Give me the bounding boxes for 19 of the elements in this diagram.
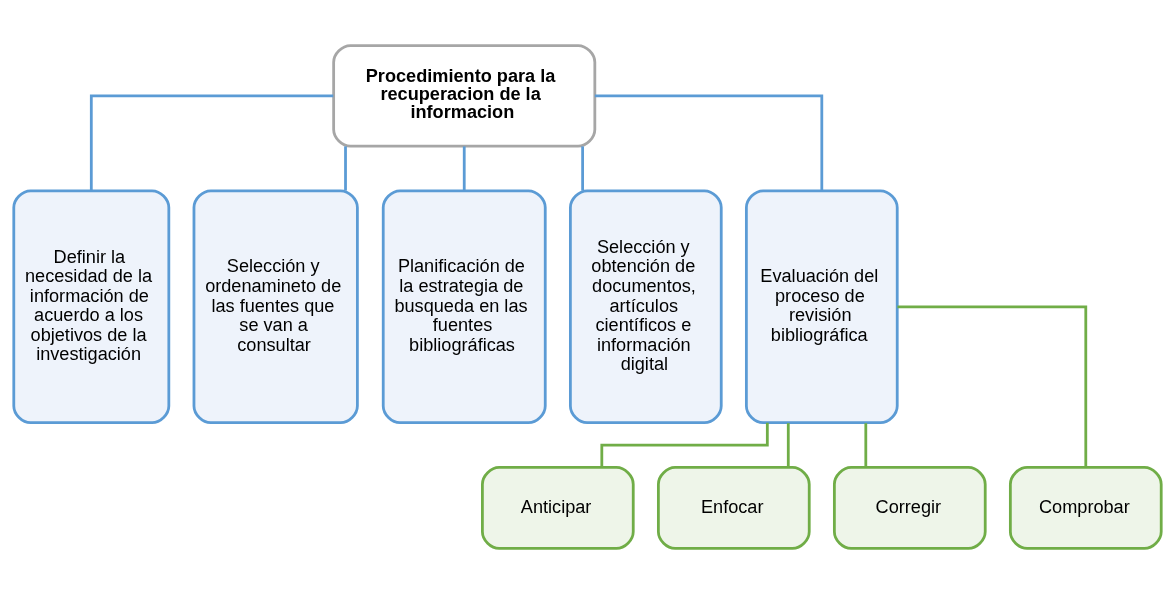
node-box: Definir la necesidad de la información de acuerdo a los objetivos de la investigación [12,189,171,425]
node-box: Selección y obtención de documentos, artículos científicos e información digital [569,189,723,425]
node-box: Procedimiento para la recuperacion de la informacion [332,44,597,148]
connector [600,422,769,468]
connector [786,423,790,468]
node-box: Planificación de la estrategia de busqueda en las fuentes bibliográficas [381,189,547,425]
node-box: Evaluación del proceso de revisión bibliográfica [745,189,899,425]
node-box: Enfocar [657,466,811,550]
node-box: Anticipar [481,466,635,550]
node-box: Comprobar [1008,466,1163,550]
connector [864,423,868,468]
connector [897,305,1088,468]
node-box: Corregir [832,466,987,550]
connector [594,94,824,191]
connector [89,94,334,191]
connector [344,146,347,191]
connector [581,146,584,191]
connector [462,146,466,191]
node-box: Selección y ordenamineto de las fuentes que se van a consultar [192,189,359,425]
